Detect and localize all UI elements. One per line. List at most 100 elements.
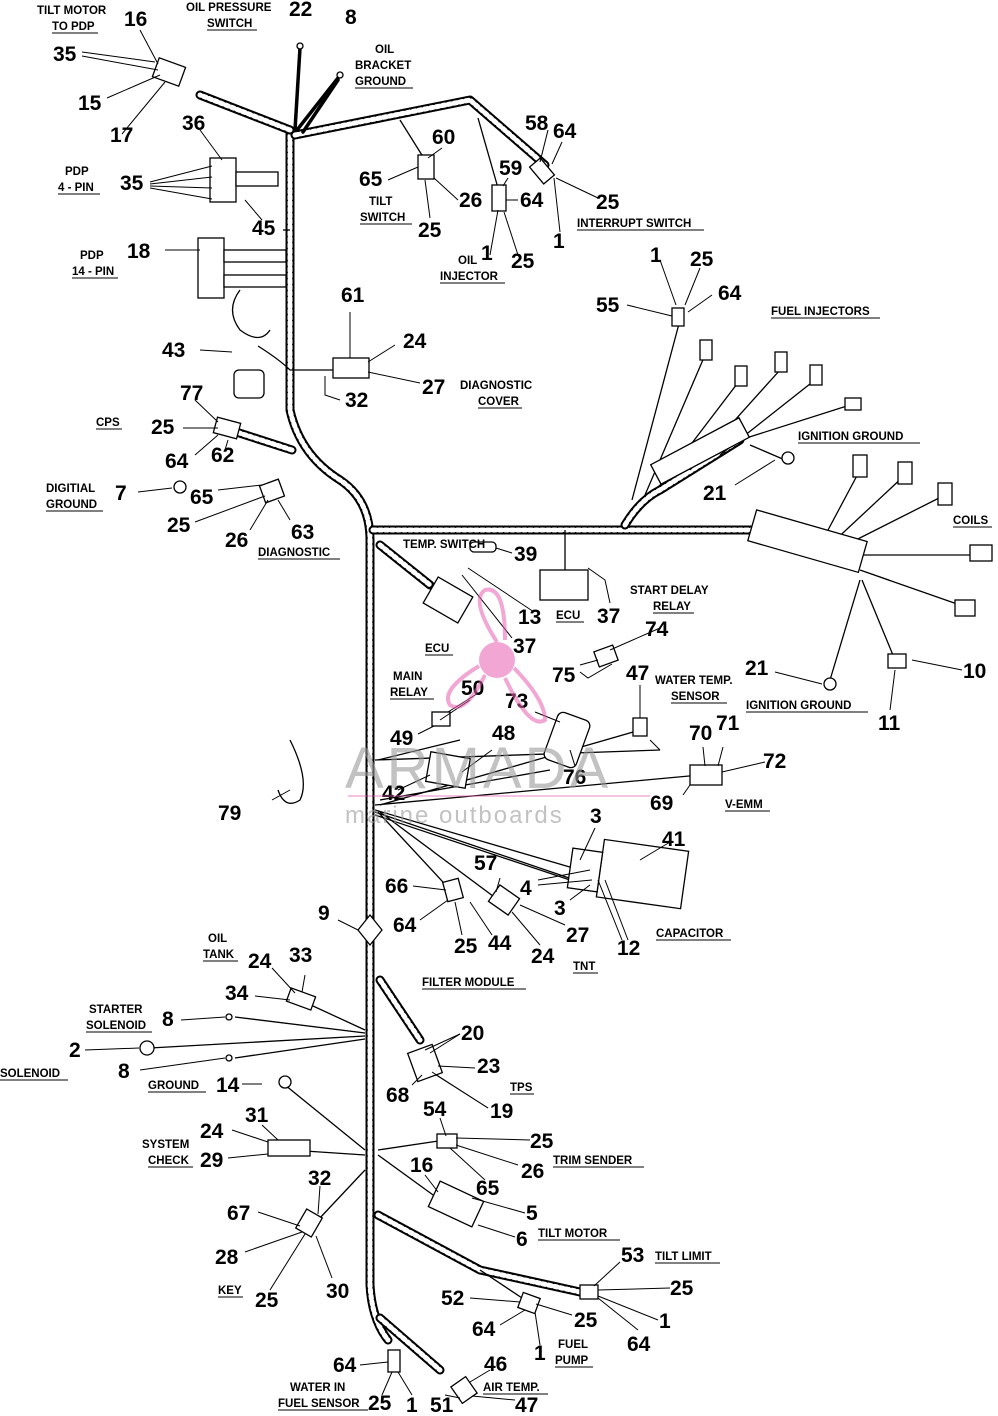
svg-text:SOLENOID: SOLENOID — [86, 1020, 146, 1032]
label-water-temp-sensor: WATER TEMP. — [655, 675, 733, 687]
fuel-injector-connector-6 — [844, 397, 862, 411]
label-cps: CPS — [96, 417, 120, 429]
callout: 26 — [459, 189, 482, 212]
callout: 22 — [289, 0, 312, 21]
callout: 8 — [345, 6, 357, 29]
svg-text:14 - PIN: 14 - PIN — [72, 266, 114, 278]
callout: 64 — [472, 1318, 496, 1341]
callout: 55 — [596, 294, 620, 317]
callout: 11 — [878, 712, 901, 735]
callout: 18 — [127, 240, 151, 263]
callout: 64 — [333, 1354, 357, 1377]
label-ecu-top: ECU — [556, 610, 580, 622]
callout: 28 — [215, 1246, 239, 1269]
callout: 24 — [200, 1120, 224, 1143]
ground-ring-14 — [278, 1075, 292, 1089]
callout: 46 — [484, 1353, 507, 1376]
callout: 45 — [252, 217, 276, 240]
callout: 23 — [477, 1055, 500, 1078]
callout: 9 — [318, 902, 330, 925]
trim-sender-connector — [436, 1133, 458, 1149]
callout: 1 — [481, 242, 493, 265]
label-fuel-injectors: FUEL INJECTORS — [771, 306, 870, 318]
callout: 65 — [476, 1177, 500, 1200]
callout: 64 — [165, 450, 189, 473]
callout: 63 — [291, 521, 314, 544]
v-emm-connector — [689, 764, 723, 786]
callout: 61 — [341, 284, 365, 307]
fuel-injector-connector-2 — [699, 339, 713, 361]
label-system-check: SYSTEM — [142, 1139, 189, 1151]
label-tilt-motor-to-pdp: TILT MOTOR — [37, 5, 107, 17]
callout: 71 — [716, 712, 740, 735]
label-filter-module: FILTER MODULE — [422, 977, 515, 989]
tps-connector — [406, 1043, 444, 1083]
callout: 1 — [406, 1394, 418, 1416]
callout: 14 — [216, 1074, 240, 1097]
injector-harness-sleeve — [649, 416, 751, 486]
label-tilt-limit: TILT LIMIT — [655, 1251, 712, 1263]
callout: 62 — [211, 444, 234, 467]
label-solenoid: SOLENOID — [0, 1068, 60, 1080]
callout: 65 — [359, 168, 383, 191]
callout: 66 — [385, 875, 408, 898]
label-air-temp: AIR TEMP. — [483, 1382, 540, 1394]
callout: 16 — [410, 1154, 433, 1177]
callout: 15 — [78, 92, 102, 115]
wire-clip-79 — [277, 739, 304, 804]
connectors — [139, 42, 993, 1405]
key-connector — [294, 1208, 324, 1238]
watermark: ARMADA marine outboards — [345, 587, 650, 829]
callout: 53 — [621, 1244, 644, 1267]
callout: 54 — [423, 1098, 447, 1121]
callout: 32 — [345, 389, 368, 412]
label-trim-sender: TRIM SENDER — [553, 1155, 633, 1167]
callout: 64 — [393, 914, 417, 937]
label-start-delay-relay: START DELAY — [630, 585, 709, 597]
svg-text:4 - PIN: 4 - PIN — [58, 182, 94, 194]
pdp-4pin-connector — [209, 157, 237, 203]
system-check-connector — [267, 1139, 311, 1157]
coil-pack-sleeve — [746, 509, 868, 574]
svg-text:RELAY: RELAY — [653, 601, 691, 613]
ecu-connector-top — [539, 569, 589, 601]
callout: 64 — [627, 1333, 651, 1356]
callout: 17 — [110, 124, 133, 147]
callout: 37 — [597, 605, 620, 628]
callout: 64 — [718, 282, 742, 305]
coil-connector-1 — [852, 454, 868, 478]
diagnostic-connector — [258, 478, 286, 504]
label-v-emm: V-EMM — [725, 799, 763, 811]
callout: 10 — [963, 660, 986, 683]
oil-bracket-ground-terminal — [336, 71, 344, 79]
callout: 59 — [499, 157, 522, 180]
callout: 37 — [513, 635, 536, 658]
svg-text:GROUND: GROUND — [355, 76, 406, 88]
label-key: KEY — [218, 1285, 242, 1297]
callout: 1 — [659, 1310, 671, 1333]
callout: 2 — [69, 1039, 81, 1062]
callout: 4 — [520, 877, 532, 900]
watermark-tagline: marine outboards — [345, 802, 564, 829]
callout: 25 — [530, 1130, 554, 1153]
svg-text:INJECTOR: INJECTOR — [440, 271, 499, 283]
label-ignition-ground-top: IGNITION GROUND — [798, 431, 903, 443]
label-temp-switch: TEMP. SWITCH — [403, 539, 485, 551]
callout: 12 — [617, 937, 640, 960]
interrupt-switch-connector — [528, 157, 556, 185]
callout: 27 — [422, 376, 445, 399]
callout: 19 — [490, 1100, 513, 1123]
callout: 24 — [403, 330, 427, 353]
callout: 44 — [488, 932, 512, 955]
callout: 60 — [432, 126, 455, 149]
callout: 48 — [492, 722, 516, 745]
callout: 43 — [162, 339, 185, 362]
callout: 7 — [115, 482, 127, 505]
label-ecu-left: ECU — [425, 643, 449, 655]
ignition-ground-ring-top — [781, 451, 795, 465]
filter-block-73 — [543, 711, 591, 769]
callout: 64 — [553, 120, 577, 143]
oil-tank-connector — [285, 987, 317, 1011]
